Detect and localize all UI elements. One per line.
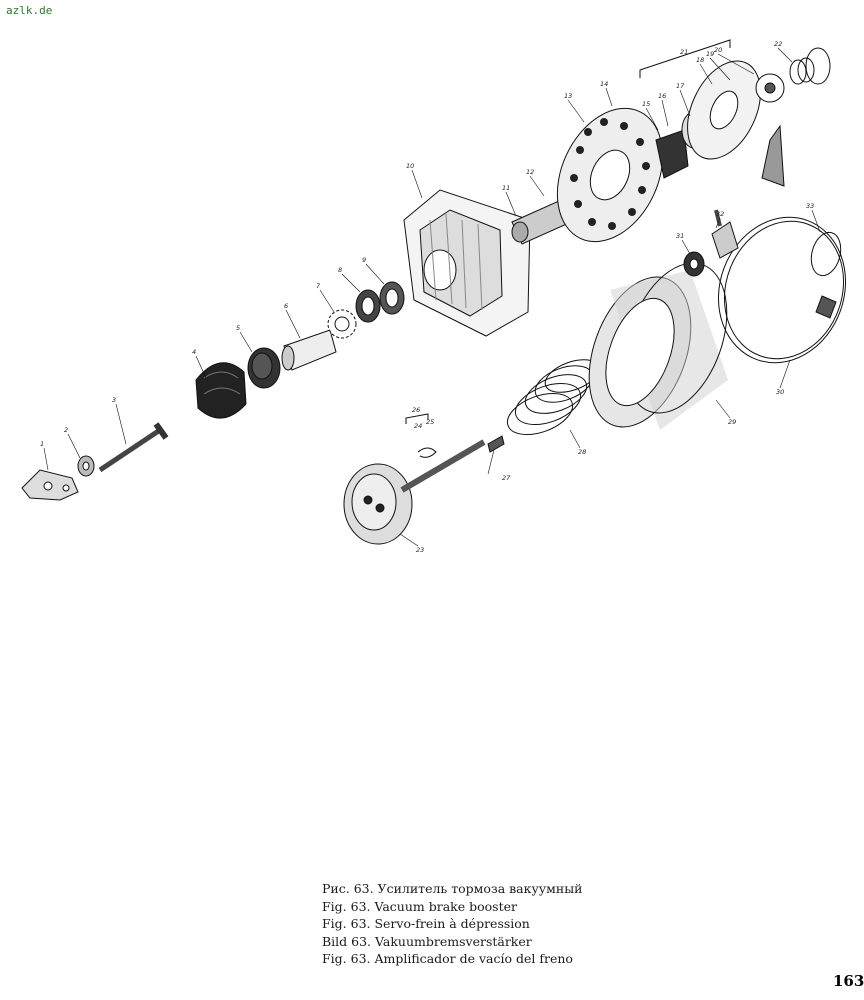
part-label: 26 <box>412 406 420 414</box>
part-filter <box>247 347 281 389</box>
part-front-housing <box>403 189 531 337</box>
part-return-spring <box>506 359 600 436</box>
part-rear-cover <box>343 463 413 545</box>
part-label: 1 <box>40 440 44 448</box>
page-number: 163 <box>833 972 864 990</box>
part-label: 28 <box>578 448 586 456</box>
part-screw <box>487 435 505 453</box>
part-label: 4 <box>192 348 196 356</box>
part-label: 7 <box>316 282 321 290</box>
watermark: azlk.de <box>6 4 53 17</box>
caption-line: Fig. 63. Amplificador de vacío del freno <box>322 951 573 966</box>
part-label: 11 <box>502 184 510 192</box>
part-dust-boot <box>195 362 247 419</box>
part-piston-plate <box>556 107 664 243</box>
part-label: 10 <box>406 162 414 170</box>
part-label: 24 <box>414 422 422 430</box>
bracket-26 <box>405 413 429 424</box>
part-clevis <box>21 469 79 501</box>
part-label: 14 <box>600 80 608 88</box>
part-retainer <box>755 73 785 187</box>
part-label: 32 <box>716 210 724 218</box>
part-label: 8 <box>338 266 342 274</box>
part-valve-rod <box>400 439 486 493</box>
part-label: 20 <box>714 46 722 54</box>
part-seal <box>355 289 381 323</box>
part-lock-washer <box>327 309 357 339</box>
part-label: 22 <box>774 40 782 48</box>
part-label: 33 <box>806 202 814 210</box>
caption-line: Fig. 63. Vacuum brake booster <box>322 898 517 914</box>
part-label: 25 <box>426 418 434 426</box>
part-label: 16 <box>658 92 666 100</box>
part-clip <box>417 447 437 458</box>
part-label: 5 <box>236 324 240 332</box>
part-o-ring <box>810 231 842 277</box>
part-diaphragm <box>681 60 761 160</box>
part-label: 2 <box>64 426 68 434</box>
caption-line: Fig. 63. Servo-frein à dépression <box>322 916 530 931</box>
part-sleeve <box>281 329 337 371</box>
part-label: 17 <box>676 82 685 90</box>
part-push-rod <box>98 422 169 473</box>
part-check-valve <box>711 209 739 259</box>
part-label: 12 <box>526 168 534 176</box>
caption-line: Bild 63. Vakuumbremsverstärker <box>322 933 532 949</box>
part-label: 31 <box>676 232 684 240</box>
part-label: 3 <box>112 396 116 404</box>
part-label: 27 <box>502 474 511 482</box>
part-label: 15 <box>642 100 650 108</box>
bracket-21 <box>639 39 731 78</box>
part-rings <box>789 47 831 85</box>
part-label: 13 <box>564 92 572 100</box>
part-label: 21 <box>680 48 688 56</box>
part-label: 29 <box>728 418 736 426</box>
part-valve-body <box>655 129 689 179</box>
part-rear-housing <box>588 262 728 430</box>
part-label: 18 <box>696 56 704 64</box>
part-check-valve-nut <box>683 251 705 277</box>
part-label: 23 <box>416 546 424 554</box>
part-seal-2 <box>379 281 405 315</box>
part-clamp-ring <box>717 216 847 364</box>
part-label: 19 <box>706 50 714 58</box>
part-nut <box>77 455 95 477</box>
figure-caption: Рис. 63. Усилитель тормоза вакуумный Fig… <box>322 880 583 968</box>
part-label: 6 <box>284 302 288 310</box>
caption-line: Рис. 63. Усилитель тормоза вакуумный <box>322 881 583 896</box>
part-label: 30 <box>776 388 784 396</box>
part-label: 9 <box>362 256 366 264</box>
